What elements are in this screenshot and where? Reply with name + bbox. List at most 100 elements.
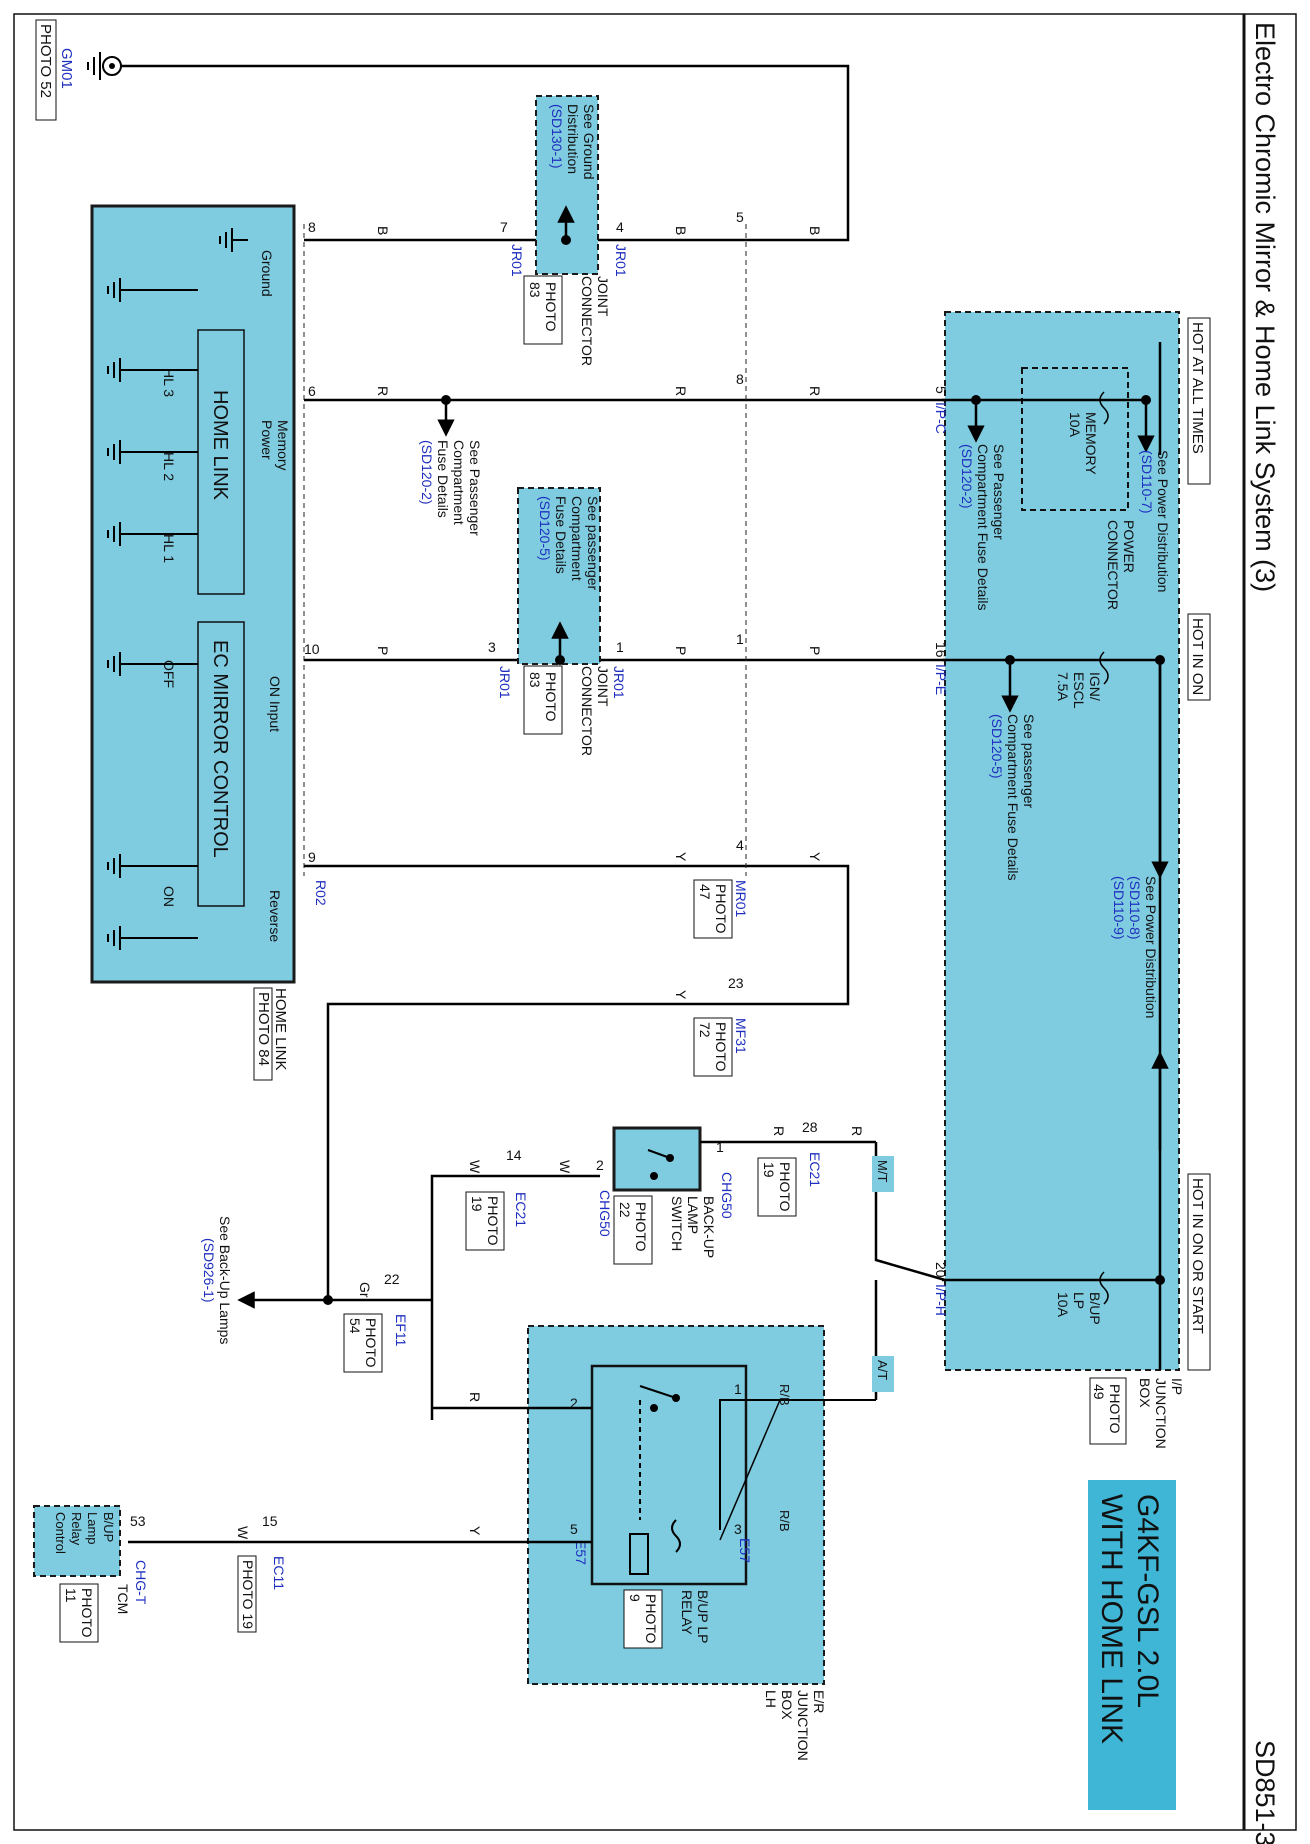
wire-label-r3: R xyxy=(807,386,823,396)
fuse-details-2a: See passenger xyxy=(1021,714,1037,809)
fuse-details-2c: (SD120-5) xyxy=(989,714,1005,779)
relay-label2: RELAY xyxy=(679,1590,695,1636)
e57-top: E57 xyxy=(737,1538,753,1563)
joint-top-jr01-right: JR01 xyxy=(613,244,629,277)
er-box-label3: BOX xyxy=(779,1690,795,1720)
ec21-top-name: EC21 xyxy=(807,1152,823,1187)
ef11-name: EF11 xyxy=(393,1314,409,1347)
ip-box-label3: BOX xyxy=(1137,1378,1153,1408)
bup-fuse-label2: LP xyxy=(1071,1292,1087,1309)
joint-mid-see3: Fuse Details xyxy=(553,496,569,574)
backup-switch-label2: LAMP xyxy=(685,1196,701,1234)
home-link-label: HOME LINK xyxy=(272,988,289,1071)
mr01-pin-p: 1 xyxy=(736,631,744,647)
at-label: A/T xyxy=(875,1360,890,1380)
ec21-top-photo-frame xyxy=(757,1157,797,1217)
memory-fuse-box xyxy=(1021,367,1129,511)
module-ground-icons xyxy=(107,228,248,950)
memory-branch-line2: Compartment xyxy=(451,440,467,525)
tcm-l3: Relay xyxy=(69,1512,84,1546)
relay-pin3: 3 xyxy=(734,1521,742,1537)
see-power-dist-2-ref2: (SD110-9) xyxy=(1111,876,1127,940)
ef11-photo-num: 54 xyxy=(347,1318,363,1334)
mf31-photo-num: 72 xyxy=(697,1022,713,1038)
ground-gm01: GM01 xyxy=(58,48,75,89)
er-junction-box xyxy=(527,1325,825,1685)
ef11-pin: 22 xyxy=(384,1271,400,1287)
see-power-dist-1-ref: (SD110-7) xyxy=(1139,450,1155,514)
joint-mid-photo-num: 83 xyxy=(527,672,543,688)
memory-branch-line3: Fuse Details xyxy=(435,440,451,518)
tcm-photo-num: 11 xyxy=(63,1588,79,1603)
pin-label-memory2: Power xyxy=(259,420,275,460)
ip-box-label2: JUNCTION xyxy=(1153,1378,1169,1449)
wire-label-r1: R xyxy=(375,386,391,396)
tcm-name: TCM xyxy=(115,1584,131,1614)
home-link-photo: PHOTO 84 xyxy=(255,992,272,1066)
backup-switch-pin1: 1 xyxy=(716,1139,724,1155)
switch-on: ON xyxy=(161,886,177,907)
backup-switch-label1: BACK-UP xyxy=(701,1196,717,1258)
memory-fuse-label2: 10A xyxy=(1067,412,1083,438)
ip-box-photo: PHOTO xyxy=(1107,1384,1123,1434)
ec-mirror-inner-box xyxy=(197,621,245,907)
relay-coil-icon xyxy=(629,1400,681,1575)
conn-iph: I/P-H xyxy=(933,1284,949,1316)
see-power-dist-2-ref1: (SD110-8) xyxy=(1127,876,1143,940)
backup-lamps-see1: See Back-Up Lamps xyxy=(217,1216,233,1344)
ign-fuse-label2: ESCL xyxy=(1071,672,1087,709)
joint-top-label2: CONNECTOR xyxy=(579,276,595,366)
see-power-dist-2: See Power Distribution xyxy=(1143,876,1159,1018)
wire-label-b2: B xyxy=(673,226,689,235)
conn-ipc-pin: 5 xyxy=(933,386,949,394)
diagram-title: Electro Chromic Mirror & Home Link Syste… xyxy=(1250,22,1280,592)
home-link-inner-box xyxy=(197,329,245,595)
er-box-label1: E/R xyxy=(811,1690,827,1713)
wire-label-y1: Y xyxy=(673,852,689,862)
switch-hl2: HL 2 xyxy=(161,452,177,481)
mr01-photo-frame xyxy=(693,879,733,939)
mf31-photo-frame xyxy=(693,1017,733,1077)
tcm-l4: Control xyxy=(53,1512,68,1554)
ground-label-frame xyxy=(35,19,57,121)
joint-mid-jr01-right: JR01 xyxy=(611,666,627,699)
joint-mid-pin-left: 3 xyxy=(488,639,496,655)
joint-mid-label2: CONNECTOR xyxy=(579,666,595,756)
power-connector-2: CONNECTOR xyxy=(1105,520,1121,610)
relay-rb-wire xyxy=(719,1399,876,1530)
ec-mirror-title: EC MIRROR CONTROL xyxy=(209,640,231,858)
ip-box-photo-num: 49 xyxy=(1091,1384,1107,1400)
ground-symbol-icon xyxy=(87,52,122,80)
backup-switch-icon xyxy=(647,1149,674,1180)
tcm-conn: CHG-T xyxy=(133,1560,149,1605)
splice-bup xyxy=(1155,1275,1165,1285)
mf31-name: MF31 xyxy=(733,1018,749,1054)
wire-label-y4: Y xyxy=(467,1526,483,1536)
pin-reverse: 9 xyxy=(308,849,316,865)
wire-label-w3: W xyxy=(235,1526,251,1540)
conn-ipe-pin: 16 xyxy=(933,642,949,658)
mr01-pin-r: 8 xyxy=(736,371,744,387)
ec21-bottom-photo-frame xyxy=(465,1191,505,1251)
switch-hl1: HL 1 xyxy=(161,534,177,563)
mt-badge xyxy=(872,1156,894,1192)
wire-label-r5: R xyxy=(849,1126,865,1136)
joint-mid-label1: JOINT xyxy=(595,666,611,707)
page-frame xyxy=(13,13,1297,1831)
wire-label-b1: B xyxy=(375,226,391,235)
wire-label-w1: W xyxy=(467,1160,483,1174)
ground-wire xyxy=(120,64,850,242)
ec11-pin: 15 xyxy=(262,1513,278,1529)
wire-label-p1: P xyxy=(375,646,391,655)
home-link-module xyxy=(90,204,296,984)
e57-bottom: E57 xyxy=(573,1540,589,1565)
bup-fuse-icon xyxy=(1099,1271,1109,1305)
er-box-label4: LH xyxy=(763,1690,779,1708)
tcm-l1: B/UP xyxy=(101,1512,116,1542)
relay-pin2: 2 xyxy=(570,1395,578,1411)
backup-relay-box xyxy=(590,1364,748,1586)
diagram-code: SD851-3 xyxy=(1250,1740,1280,1844)
home-link-title: HOME LINK xyxy=(209,390,231,501)
joint-top-pin-right: 4 xyxy=(616,219,624,235)
switch-off: OFF xyxy=(161,660,177,688)
